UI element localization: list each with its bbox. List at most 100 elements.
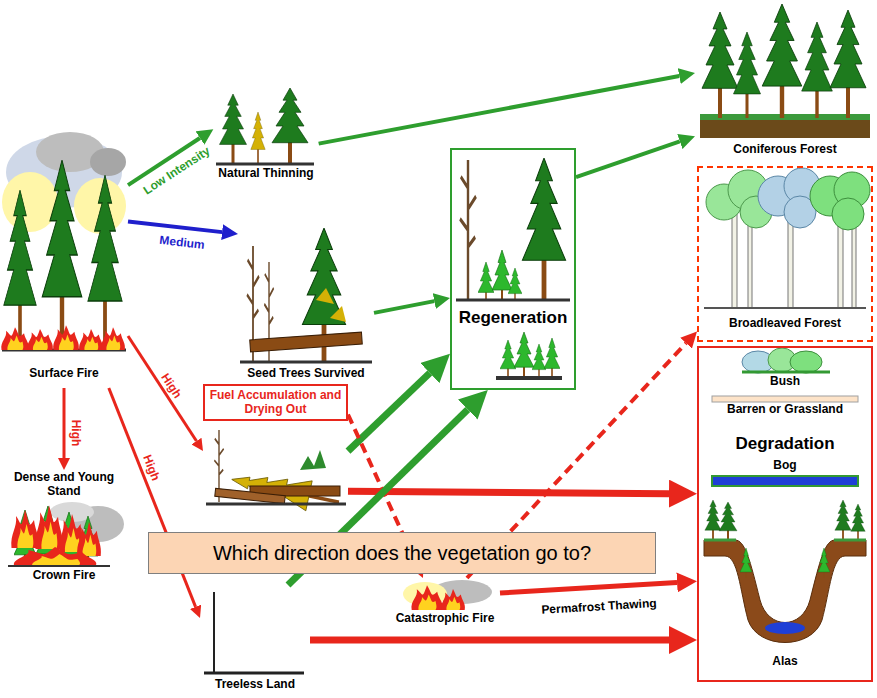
catastrophic-fire-illustration xyxy=(411,585,442,610)
node-label: Bush xyxy=(769,374,801,388)
node-label: Which direction does the vegetation go t… xyxy=(212,541,592,565)
connector-arrow xyxy=(128,222,222,233)
natural-thinning-illustration xyxy=(216,88,314,164)
broadleaved-forest-illustration xyxy=(832,198,864,230)
scene-node: Natural Thinning xyxy=(213,86,318,182)
connector-arrow xyxy=(500,582,677,593)
natural-thinning-illustration xyxy=(251,112,265,164)
edge-label: Medium xyxy=(159,234,206,252)
surface-fire-illustration xyxy=(2,172,58,232)
node-label: Crown Fire xyxy=(32,568,97,582)
seed-trees-illustration xyxy=(316,288,334,304)
connector-arrow xyxy=(319,76,680,144)
node-label: Alas xyxy=(771,654,798,668)
node-label: Dense and Young Stand xyxy=(2,470,126,499)
node-label: Barren or Grassland xyxy=(726,402,844,416)
alas-illustration xyxy=(834,539,866,542)
node-label: Bog xyxy=(772,458,797,472)
outcome-box: Broadleaved Forest xyxy=(697,166,873,342)
regeneration-illustration xyxy=(456,158,570,380)
coniferous-forest-illustration xyxy=(830,10,866,118)
crown-fire-illustration xyxy=(8,565,110,567)
broadleaved-forest-illustration xyxy=(732,214,737,308)
treeless-land-illustration xyxy=(204,592,304,673)
connector-arrow xyxy=(109,388,196,607)
scene-node: Catastrophic Fire xyxy=(390,578,500,628)
bush-illustration xyxy=(790,351,822,373)
surface-fire-illustration xyxy=(79,329,103,350)
natural-thinning-illustration xyxy=(216,163,314,166)
node-label: Catastrophic Fire xyxy=(395,611,496,625)
treeless-land-illustration xyxy=(213,592,215,672)
surface-fire-illustration xyxy=(90,148,126,176)
coniferous-forest-illustration xyxy=(700,4,870,138)
broadleaved-forest-illustration xyxy=(852,222,856,308)
node-label: Degradation xyxy=(734,434,835,454)
fuel-pile-illustration xyxy=(215,488,285,503)
surface-fire-illustration xyxy=(1,132,126,350)
surface-fire-illustration xyxy=(4,190,36,350)
crown-fire-illustration xyxy=(11,510,39,548)
surface-fire-illustration xyxy=(1,327,29,350)
group-box: Regeneration xyxy=(450,148,576,390)
node-label: Natural Thinning xyxy=(217,166,314,180)
outcome-node: Barren or Grassland xyxy=(705,394,865,424)
regeneration-illustration xyxy=(460,160,476,300)
crown-fire-illustration xyxy=(77,522,101,556)
fuel-pile-illustration xyxy=(206,430,346,517)
broadleaved-forest-illustration xyxy=(704,307,866,309)
regeneration-illustration xyxy=(544,338,560,376)
outcome-node: Bush xyxy=(737,350,833,392)
fuel-pile-illustration xyxy=(206,503,346,506)
broadleaved-forest-illustration xyxy=(748,220,752,308)
alas-illustration xyxy=(835,500,851,542)
coniferous-forest-illustration xyxy=(700,118,870,138)
surface-fire-illustration xyxy=(42,160,82,350)
scene-node: Seed Trees Survived xyxy=(238,226,374,384)
connector-arrow xyxy=(310,637,669,644)
alas-illustration xyxy=(740,548,752,578)
edge-label: Permafrost Thawing xyxy=(541,597,657,617)
regeneration-illustration xyxy=(496,376,562,380)
treeless-land-illustration xyxy=(204,672,304,675)
edge-label: Low Intensity xyxy=(142,145,213,198)
connector-arrow xyxy=(63,388,66,458)
alas-illustration xyxy=(851,504,865,542)
natural-thinning-illustration xyxy=(272,88,308,164)
regeneration-illustration xyxy=(514,332,534,376)
outcome-node: Bog xyxy=(705,458,865,494)
edge-label: High xyxy=(158,371,184,401)
crown-fire-illustration xyxy=(14,547,97,566)
crown-fire-illustration xyxy=(35,505,63,549)
coniferous-forest-illustration xyxy=(702,12,738,118)
node-label: Fuel Accumulation and Drying Out xyxy=(203,384,348,421)
outcome-node: Coniferous Forest xyxy=(695,2,875,160)
fuel-pile-illustration xyxy=(300,450,326,470)
regeneration-illustration xyxy=(456,299,570,302)
edge-label: High xyxy=(68,420,81,447)
scene-node: Treeless Land xyxy=(200,585,310,695)
bog-illustration xyxy=(712,476,858,486)
question-box: Which direction does the vegetation go t… xyxy=(148,532,656,574)
barren-illustration xyxy=(712,396,858,402)
alas-illustration xyxy=(719,502,737,542)
natural-thinning-illustration xyxy=(220,94,247,164)
catastrophic-fire-illustration xyxy=(403,580,492,610)
bush-illustration xyxy=(742,371,830,374)
node-label: Treeless Land xyxy=(214,677,296,691)
coniferous-forest-illustration xyxy=(762,4,802,118)
barren-illustration xyxy=(712,396,858,402)
node-label: Broadleaved Forest xyxy=(728,316,842,330)
bog-illustration xyxy=(712,476,858,486)
surface-fire-illustration xyxy=(53,325,79,350)
connector-arrow xyxy=(348,491,669,493)
outcome-node: Alas xyxy=(701,498,869,676)
coniferous-forest-illustration xyxy=(734,32,761,118)
alas-illustration xyxy=(704,540,866,643)
surface-fire-illustration xyxy=(27,329,53,350)
scene-node: Surface Fire xyxy=(0,128,128,388)
